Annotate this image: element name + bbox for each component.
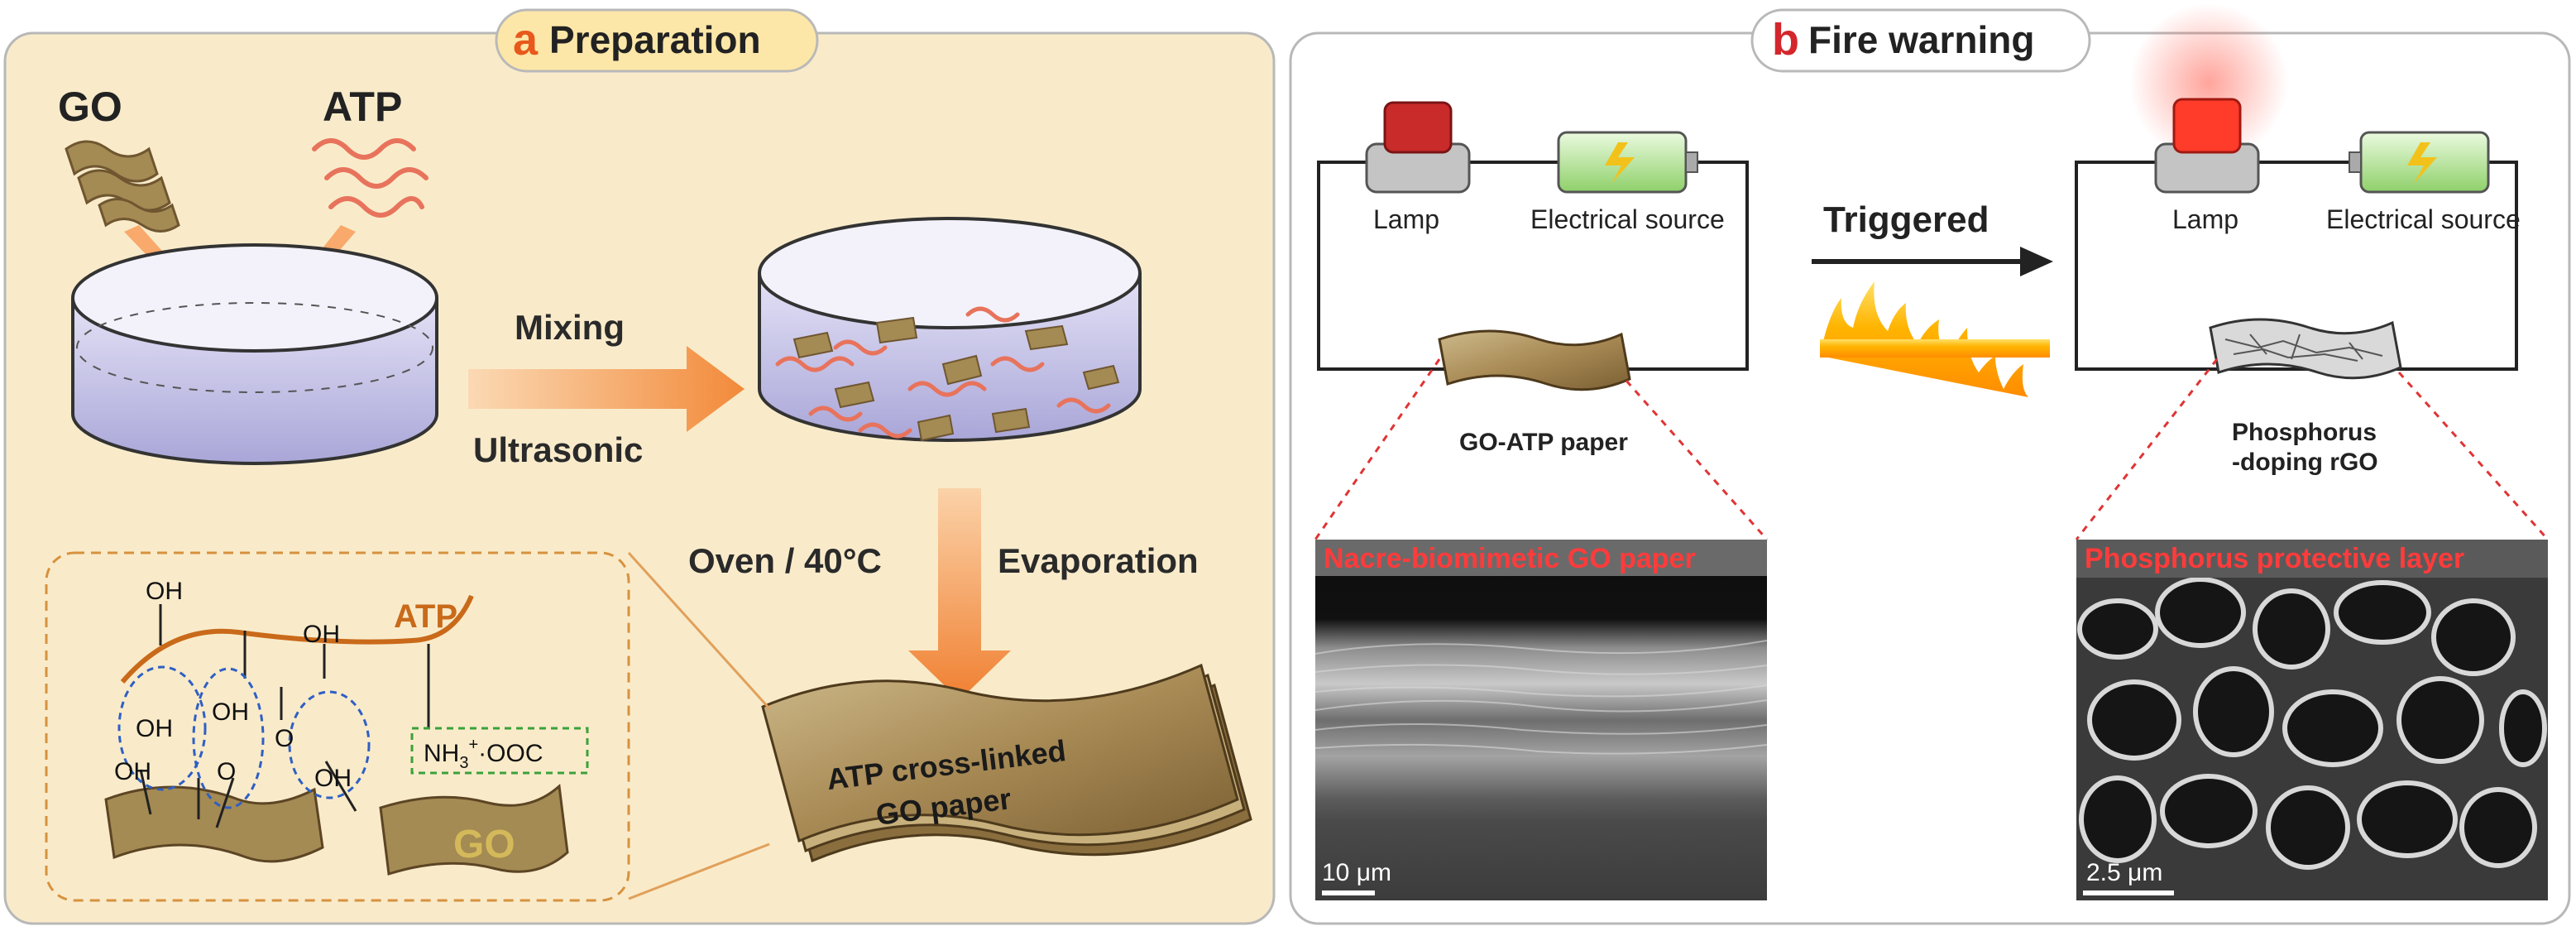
nh3-ooc-label: NH3+·OOC: [424, 736, 543, 772]
oh-5: OH: [114, 758, 151, 785]
go-atp-paper-label: GO-ATP paper: [1459, 429, 1628, 456]
atp-chain: [120, 594, 474, 684]
atp-strands-icon: [312, 138, 429, 218]
oh-2: OH: [303, 621, 340, 648]
mixing-arrow: [468, 346, 745, 432]
panel-a-letter: a: [513, 15, 539, 65]
go-atp-paper-icon: [1438, 329, 1631, 391]
sem-right-title: Phosphorus protective layer: [2085, 543, 2464, 574]
oh-3: OH: [136, 715, 173, 742]
chemistry-inset: GO ATP: [45, 551, 630, 902]
sem-left-scale: 10 μm: [1322, 859, 1391, 886]
lamp-label-right: Lamp: [2172, 204, 2238, 234]
sem-image-left: Nacre-biomimetic GO paper 10 μm: [1314, 540, 1768, 900]
oh-1: OH: [146, 578, 183, 605]
panel-a: a Preparation GO ATP Mix: [3, 8, 1276, 925]
panel-a-title-badge: a Preparation: [495, 8, 819, 73]
battery-icon-right: [2349, 131, 2490, 194]
sem-zoom-lines: [1314, 358, 2550, 540]
petri-dish-1: [71, 243, 438, 465]
oven-arrow: [908, 488, 1011, 700]
go-sheet-left: [104, 785, 324, 863]
source-label-right: Electrical source: [2326, 204, 2521, 234]
atp-label: ATP: [323, 84, 402, 130]
sem-right-scale: 2.5 μm: [2086, 859, 2162, 886]
zoom-connector: [627, 551, 771, 900]
lamp-label-left: Lamp: [1373, 204, 1439, 234]
rgo-label-line1: Phosphorus: [2232, 419, 2377, 446]
lamp-off-icon: [1365, 101, 1471, 194]
petri-dish-2: [758, 217, 1142, 442]
panel-b: b Fire warning Lamp Electrical source GO…: [1289, 3, 2571, 925]
circuit-before: Lamp Electrical source GO-ATP paper: [1317, 101, 1749, 456]
battery-icon-left: [1557, 131, 1698, 194]
panel-b-title-badge: b Fire warning: [1750, 8, 2091, 73]
lamp-on-icon: [2154, 98, 2260, 194]
circuit-after: Lamp Electrical source Phosphorus -dopin…: [2075, 3, 2521, 476]
scale-bar-left: [1322, 890, 1375, 895]
panel-b-title: Fire warning: [1808, 18, 2034, 61]
lamp-glow: [2129, 3, 2288, 162]
rgo-label-line2: -doping rGO: [2232, 449, 2378, 476]
oh-4: OH: [212, 698, 249, 726]
sem-image-right: Phosphorus protective layer 2.5 μm: [2076, 540, 2548, 900]
o-epoxy: O: [217, 758, 236, 785]
rgo-sheet-icon: [2209, 318, 2402, 380]
sem-left-title: Nacre-biomimetic GO paper: [1324, 543, 1696, 574]
oh-6: OH: [314, 765, 352, 792]
o-carbonyl: O: [275, 725, 294, 752]
triggered-label: Triggered: [1823, 199, 1989, 240]
oven-label: Oven / 40°C: [688, 541, 882, 580]
evaporation-label: Evaporation: [998, 541, 1199, 580]
dispersed-sheets: [792, 316, 1120, 442]
fire-icon: [1820, 281, 2050, 397]
ultrasonic-label: Ultrasonic: [473, 430, 643, 469]
panel-b-letter: b: [1772, 15, 1799, 65]
ionic-bond-box: [410, 727, 589, 775]
scale-bar-right: [2083, 890, 2174, 895]
triggered-arrow: [1812, 247, 2053, 276]
mixing-label: Mixing: [515, 308, 625, 347]
go-sheet-right: [379, 783, 569, 876]
go-label: GO: [58, 84, 122, 130]
go-flakes-icon: [65, 140, 180, 233]
panel-a-title: Preparation: [549, 18, 761, 61]
go-sheet-label: GO: [453, 823, 515, 866]
source-label-left: Electrical source: [1530, 204, 1725, 234]
dispersed-strands: [775, 306, 1111, 439]
go-paper-stack: ATP cross-linked GO paper: [761, 663, 1252, 863]
chem-atp-label: ATP: [394, 598, 457, 635]
